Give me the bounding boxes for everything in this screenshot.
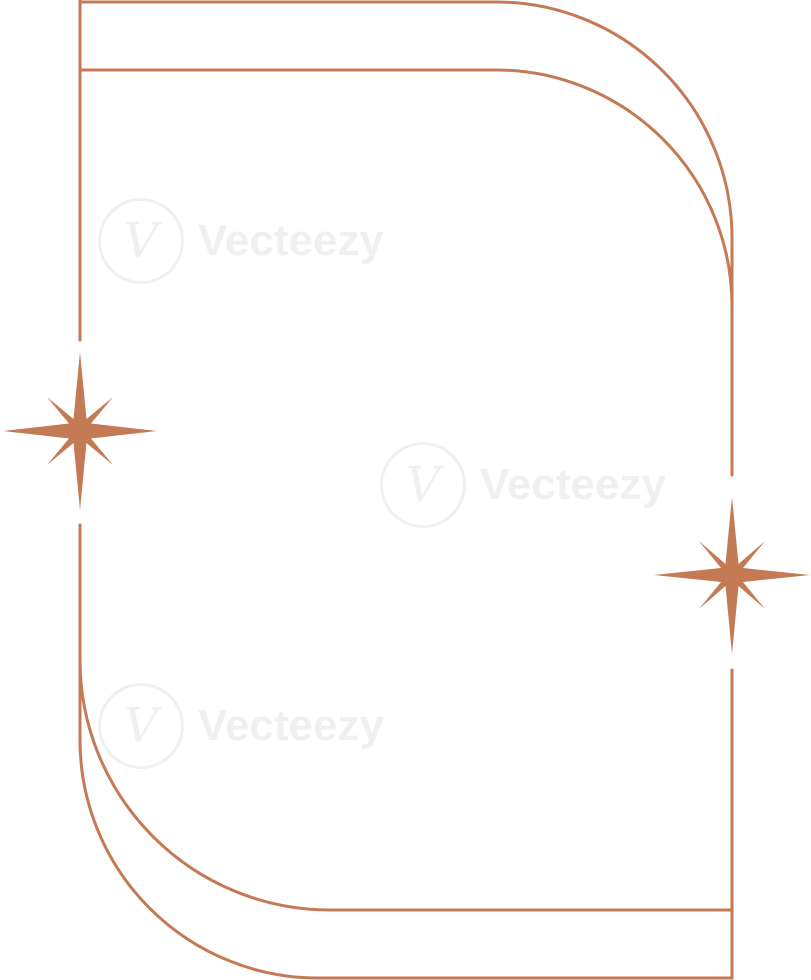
inner-top-arc xyxy=(494,68,734,308)
outer-bottom-arc xyxy=(78,738,734,980)
inner-bottom-arc xyxy=(78,658,734,912)
sparkle-stars xyxy=(3,352,810,654)
sparkle-star-left-icon xyxy=(3,352,157,510)
sparkle-star-right-icon xyxy=(654,497,810,654)
frame-lines xyxy=(78,0,734,980)
outer-top-arc xyxy=(494,0,734,477)
